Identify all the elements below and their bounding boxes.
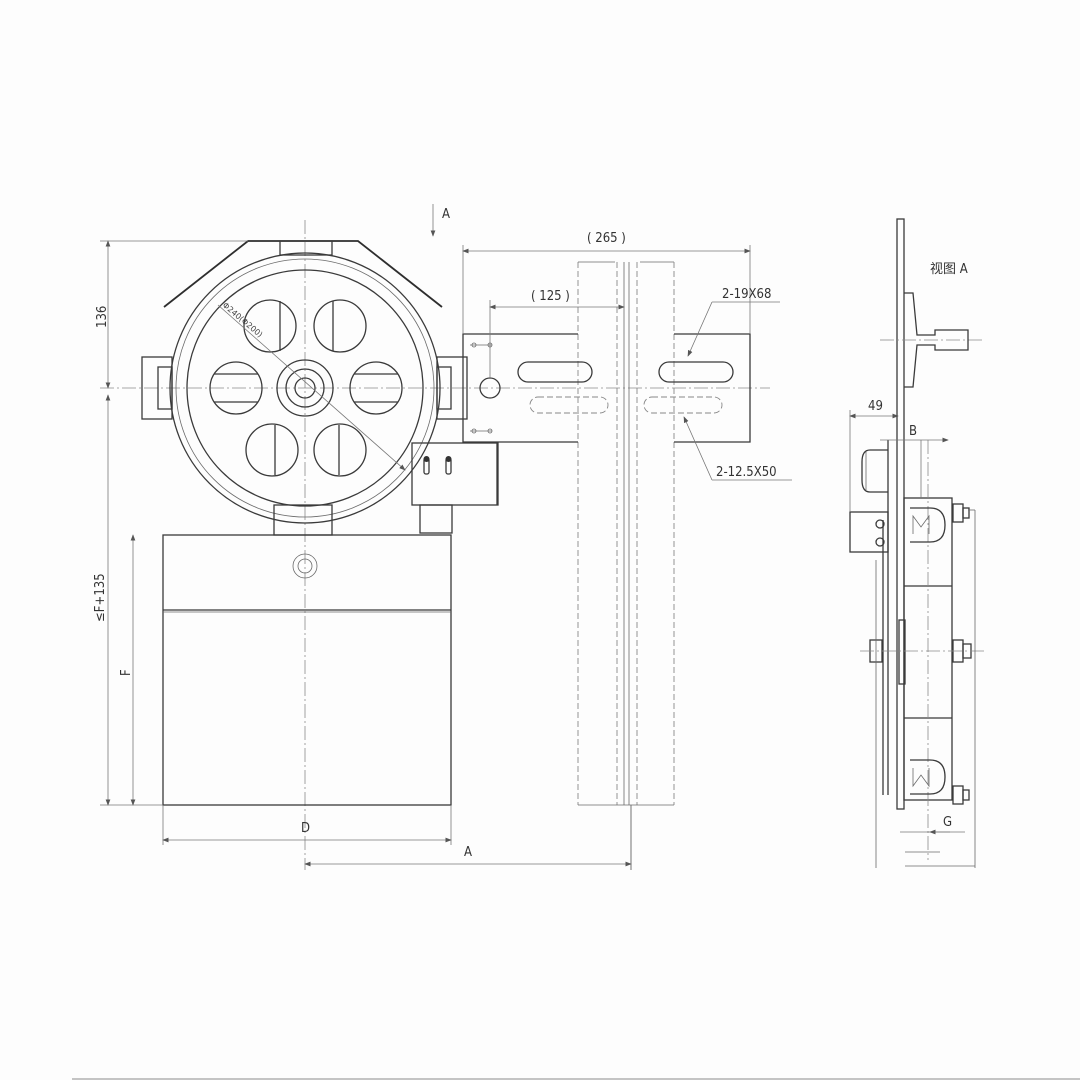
bottom-divider — [72, 1078, 1080, 1080]
dim-f135-label: ≤F+135 — [93, 573, 108, 622]
slot-lower-label: 2-12.5X50 — [716, 465, 777, 480]
dim-f-label: F — [119, 669, 134, 676]
dim-265-label: ( 265 ) — [587, 231, 626, 246]
bracket-slots — [517, 361, 734, 414]
switch-screws-icon — [423, 456, 452, 475]
bracket-view: ( 265 ) ( 125 ) 2-19X68 2-12.5X50 — [462, 231, 792, 870]
side-view-a: 视图 A — [849, 218, 985, 868]
pulley-holes — [209, 299, 403, 477]
pulley-diameter-label: Φ240(Φ200) — [221, 301, 265, 340]
front-view: Φ240(Φ200) A 136 ≤F+135 F — [93, 204, 770, 870]
view-a-title: 视图 A — [930, 262, 968, 277]
dim-136-label: 136 — [95, 306, 110, 328]
dim-a-label: A — [464, 845, 472, 860]
dim-d-label: D — [301, 821, 310, 836]
dim-g-label: G — [943, 815, 952, 830]
slot-upper-label: 2-19X68 — [722, 287, 771, 302]
section-marker-a: A — [442, 207, 450, 222]
dim-125-label: ( 125 ) — [531, 289, 570, 304]
dim-b-label: B — [909, 424, 917, 439]
dim-49-label: 49 — [868, 399, 883, 414]
box-nut-icon — [292, 553, 318, 579]
